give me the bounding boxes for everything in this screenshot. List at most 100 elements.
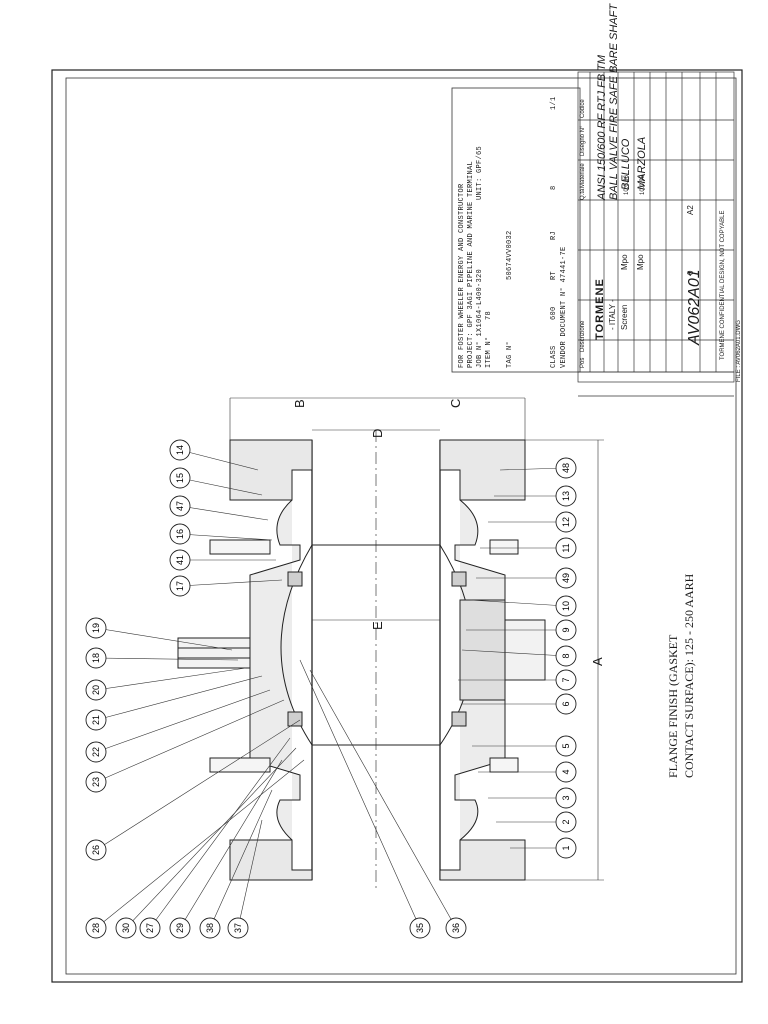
part-balloon-label-11: 11 <box>561 543 571 552</box>
part-balloon-label-48: 48 <box>561 463 571 473</box>
project-line-6d: RJ <box>550 230 558 240</box>
flange-note-line-2: CONTACT SURFACE): 125 - 250 AARH <box>682 573 696 778</box>
inner-frame <box>65 77 737 975</box>
project-line-2: PROJECT: GPF 3AGI PIPELINE AND MARINE TE… <box>467 160 475 368</box>
project-line-6c: RT <box>550 270 558 280</box>
dim-label-c: C <box>448 398 463 408</box>
part-leader-19 <box>95 627 233 651</box>
flange-note-line-1: FLANGE FINISH (GASKET <box>666 634 680 778</box>
part-balloon-label-8: 8 <box>561 653 571 658</box>
part-balloon-23 <box>85 771 107 793</box>
col-pos: Pos <box>580 357 586 368</box>
part-leader-48 <box>499 467 567 471</box>
part-balloon-label-14: 14 <box>175 445 185 455</box>
part-balloon-label-49: 49 <box>561 573 571 583</box>
part-balloon-label-9: 9 <box>561 627 571 632</box>
part-balloon-label-22: 22 <box>91 747 101 757</box>
company-logo: TORMENE <box>594 278 606 340</box>
project-info-box <box>451 87 581 373</box>
project-line-4: ITEM N° <box>485 336 493 368</box>
part-balloon-label-12: 12 <box>561 517 571 527</box>
valve-cross-section <box>177 430 546 890</box>
drawn-by: BELLUCO <box>620 138 632 190</box>
dimension-lines <box>229 397 604 881</box>
part-leader-47 <box>179 505 269 521</box>
part-balloon-label-3: 3 <box>561 795 571 800</box>
part-balloon-6 <box>555 693 577 715</box>
file-name: FILE : AV062A01.DWG <box>736 320 742 382</box>
col-drawing: Disegno N° <box>580 125 586 156</box>
part-balloon-48 <box>555 457 577 479</box>
part-balloon-15 <box>169 467 191 489</box>
part-leader-23 <box>95 699 285 783</box>
part-balloon-label-7: 7 <box>561 677 571 682</box>
col-qty: Q.tà <box>580 188 586 200</box>
part-balloon-10 <box>555 595 577 617</box>
part-balloon-label-38: 38 <box>205 923 215 933</box>
project-line-4b: 78 <box>485 310 493 320</box>
drawing-title-line-1: ANSI 150/600 RF RTJ FB TM <box>596 54 608 200</box>
part-balloon-4 <box>555 761 577 783</box>
part-balloon-27 <box>139 917 161 939</box>
part-balloon-9 <box>555 619 577 641</box>
project-line-3b: UNIT: GPF/65 <box>476 145 484 200</box>
part-balloon-2 <box>555 811 577 833</box>
project-line-7: VENDOR DOCUMENT N° 47441-7E <box>560 246 568 368</box>
part-leader-38 <box>209 789 273 929</box>
part-balloon-label-10: 10 <box>561 601 571 611</box>
part-balloon-28 <box>85 917 107 939</box>
part-leader-20 <box>95 667 247 691</box>
part-balloon-label-36: 36 <box>451 923 461 933</box>
drawing-title-line-2: BALL VALVE FIRE SAFE BARE SHAFT <box>608 3 620 200</box>
project-line-6b: 600 <box>550 306 558 320</box>
col-material: Materiale <box>580 163 586 188</box>
part-leader-27 <box>149 737 291 929</box>
part-balloon-label-28: 28 <box>91 923 101 933</box>
part-leader-26 <box>95 719 301 851</box>
part-balloon-label-21: 21 <box>91 715 101 725</box>
part-balloon-13 <box>555 485 577 507</box>
part-balloon-label-19: 19 <box>91 623 101 633</box>
part-leader-22 <box>95 689 271 753</box>
part-balloon-label-16: 16 <box>175 529 185 539</box>
part-balloon-label-35: 35 <box>415 923 425 933</box>
part-balloon-16 <box>169 523 191 545</box>
part-balloon-label-27: 27 <box>145 923 155 933</box>
part-balloon-5 <box>555 735 577 757</box>
dim-label-e: E <box>370 621 385 630</box>
part-balloon-8 <box>555 645 577 667</box>
part-balloon-label-4: 4 <box>561 769 571 774</box>
col-desc: Descrizione <box>580 320 586 352</box>
scale-value: 0 <box>686 270 695 275</box>
outer-frame <box>51 69 743 983</box>
part-balloon-1 <box>555 837 577 859</box>
checked-by: MARZOLA <box>636 136 648 190</box>
part-balloon-label-6: 6 <box>561 701 571 706</box>
project-line-3: JOB N° 1X1064-L400-320 <box>476 268 484 368</box>
part-balloon-26 <box>85 839 107 861</box>
part-balloon-36 <box>445 917 467 939</box>
col-code: Codice <box>580 99 586 118</box>
part-balloon-41 <box>169 549 191 571</box>
project-line-6f: 1/1 <box>550 96 558 110</box>
part-balloon-17 <box>169 575 191 597</box>
part-leader-16 <box>179 533 273 541</box>
part-leader-30 <box>125 747 297 929</box>
part-balloon-29 <box>169 917 191 939</box>
project-line-5: TAG N° <box>506 340 514 368</box>
part-balloon-11 <box>555 537 577 559</box>
project-line-6: CLASS <box>550 345 558 368</box>
part-balloon-20 <box>85 679 107 701</box>
part-balloon-label-5: 5 <box>561 743 571 748</box>
confidential-footer: TORMENE CONFIDENTIAL DESIGN, NOT COPYABL… <box>720 210 726 360</box>
part-balloon-37 <box>227 917 249 939</box>
part-leader-14 <box>179 449 259 471</box>
part-balloon-18 <box>85 647 107 669</box>
part-leader-28 <box>95 759 305 929</box>
project-line-1: FOR FOSTER WHEELER ENERGY AND CONSTRUCTO… <box>458 183 466 368</box>
part-leader-10 <box>469 599 567 607</box>
screen-label: Screen <box>620 304 629 330</box>
dim-label-a: A <box>590 657 605 666</box>
